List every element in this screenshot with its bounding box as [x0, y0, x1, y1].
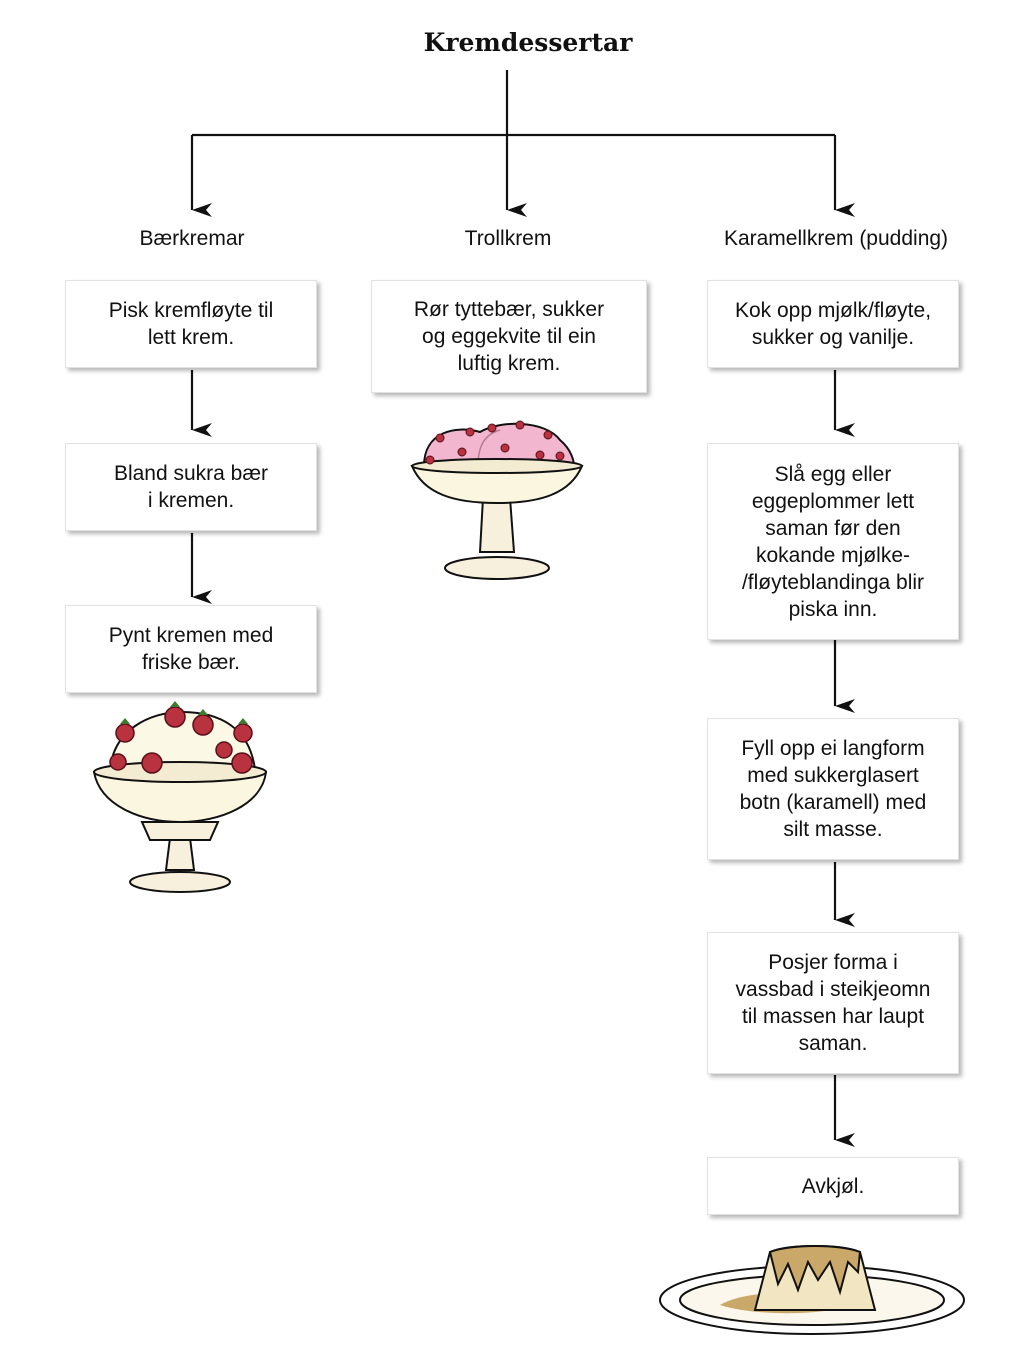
step-text: Rør tyttebær, sukker og eggekvite til ei… [413, 298, 605, 375]
step-box: Pisk kremfløyte til lett krem. [65, 280, 317, 368]
step-box: Pynt kremen med friske bær. [65, 605, 317, 693]
branch-heading-karamellkrem: Karamellkrem (pudding) [723, 227, 949, 250]
step-connectors [190, 370, 855, 1147]
step-box: Rør tyttebær, sukker og eggekvite til ei… [371, 280, 647, 393]
step-text: Pynt kremen med friske bær. [108, 624, 274, 674]
step-text: Avkjøl. [801, 1174, 865, 1198]
step-text: Kok opp mjølk/fløyte, sukker og vanilje. [734, 299, 932, 349]
lingonberry-cream-bowl-icon [410, 420, 584, 580]
branch-heading-trollkrem: Trollkrem [464, 227, 552, 250]
diagram-title: Kremdessertar [423, 28, 633, 57]
step-text: Bland sukra bær i kremen. [113, 462, 269, 512]
step-box: Posjer forma i vassbad i steikjeomn til … [707, 932, 959, 1074]
step-text: Fyll opp ei langform med sukkerglasert b… [739, 737, 927, 841]
step-text: Pisk kremfløyte til lett krem. [108, 299, 274, 349]
step-box: Kok opp mjølk/fløyte, sukker og vanilje. [707, 280, 959, 368]
caramel-pudding-plate-icon [659, 1245, 965, 1335]
step-box: Fyll opp ei langform med sukkerglasert b… [707, 718, 959, 860]
step-box: Avkjøl. [707, 1157, 959, 1215]
step-text: Posjer forma i vassbad i steikjeomn til … [735, 951, 931, 1055]
branch-heading-baerkremar: Bærkremar [139, 227, 245, 250]
step-box: Slå egg eller eggeplommer lett saman før… [707, 443, 959, 640]
step-box: Bland sukra bær i kremen. [65, 443, 317, 531]
step-text: Slå egg eller eggeplommer lett saman før… [741, 462, 925, 621]
top-connectors [190, 70, 855, 217]
berry-cream-bowl-icon [92, 701, 268, 893]
